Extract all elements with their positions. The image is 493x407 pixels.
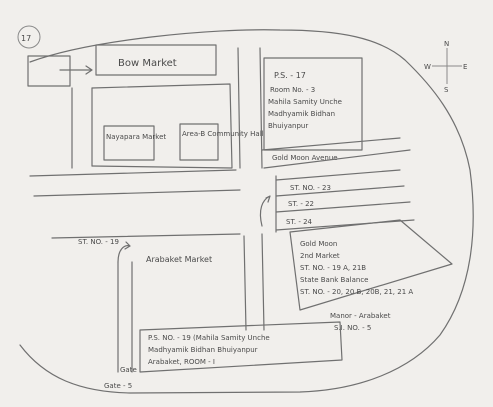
road-center-west-edge — [237, 47, 241, 169]
ps-17-room: Room No. - 3 — [270, 86, 315, 94]
ps-17-line3: Mahila Samity Unche — [268, 98, 342, 106]
street-24-label: ST. - 24 — [286, 218, 313, 226]
ps-19-line1: P.S. NO. - 19 (Mahila Samity Unche — [148, 334, 270, 342]
gate-lane — [117, 261, 133, 373]
central-west-block — [91, 83, 233, 169]
gold-moon-line2: 2nd Market — [300, 252, 340, 260]
page-number-circle — [17, 25, 41, 49]
manor-line1: Manor - Arabaket — [330, 312, 391, 320]
compass-east: E — [463, 63, 467, 71]
street-22-south — [275, 201, 411, 213]
page-number-badge: 17 — [17, 25, 41, 49]
community-hall-label: Area-B Community Hall — [182, 130, 264, 138]
street-23-south — [275, 185, 405, 197]
ps-17-title: P.S. - 17 — [274, 71, 306, 80]
west-road-north-edge — [29, 169, 237, 177]
nayapara-market-label: Nayapara Market — [106, 133, 166, 141]
compass-west: W — [424, 63, 431, 71]
ps-19-box — [139, 321, 343, 373]
ps-19-line3: Arabaket, ROOM - I — [148, 358, 215, 366]
compass-north: N — [444, 40, 449, 48]
area-boundary — [19, 29, 474, 394]
bow-market-box — [95, 44, 217, 76]
gate-tag: Gate — [120, 366, 137, 374]
ps-19-line2: Madhyamik Bidhan Bhuiyanpur — [148, 346, 258, 354]
arabaket-market-label: Arabaket Market — [146, 255, 212, 264]
lower-road-east-edge — [261, 233, 265, 331]
street-24-south — [275, 219, 415, 231]
gold-moon-title: Gold Moon — [300, 240, 337, 248]
page-number: 17 — [21, 34, 31, 43]
manor-line2: S.I. NO. - 5 — [334, 324, 371, 332]
compass-south: S — [444, 86, 449, 94]
avenue-south-edge — [263, 149, 411, 169]
street-19-label: ST. NO. - 19 — [78, 238, 119, 246]
west-road-south-edge — [33, 189, 241, 197]
ps-17-line4: Madhyamik Bidhan — [268, 110, 335, 118]
community-hall-box — [179, 123, 219, 161]
compass-rose: N S E W — [424, 40, 467, 94]
street-23-label: ST. NO. - 23 — [290, 184, 331, 192]
gold-moon-box — [289, 219, 453, 311]
street-22-label: ST. - 22 — [288, 200, 314, 208]
street-23-north — [275, 169, 401, 181]
ps-17-line5: Bhuiyanpur — [268, 122, 308, 130]
gold-moon-line3: ST. NO. - 19 A, 21B — [300, 264, 366, 272]
gold-moon-line5: ST. NO. - 20, 20 B, 20B, 21, 21 A — [300, 288, 413, 296]
ps-17-box — [263, 57, 363, 151]
gate-arrow — [117, 241, 131, 263]
junction-arrow — [259, 195, 271, 227]
lower-road-west-edge — [243, 235, 247, 331]
avenue-north-edge — [261, 137, 401, 151]
south-west-road-edge — [51, 233, 241, 239]
main-avenue-label: Gold Moon Avenue — [272, 154, 338, 162]
bow-market-label: Bow Market — [118, 58, 177, 69]
road-center-east-edge — [259, 47, 263, 169]
gold-moon-line4: State Bank Balance — [300, 276, 368, 284]
gate-label: Gate - 5 — [104, 382, 132, 390]
corner-block — [27, 55, 71, 87]
arrow-to-bow-market — [59, 65, 93, 75]
nayapara-market-box — [103, 125, 155, 161]
